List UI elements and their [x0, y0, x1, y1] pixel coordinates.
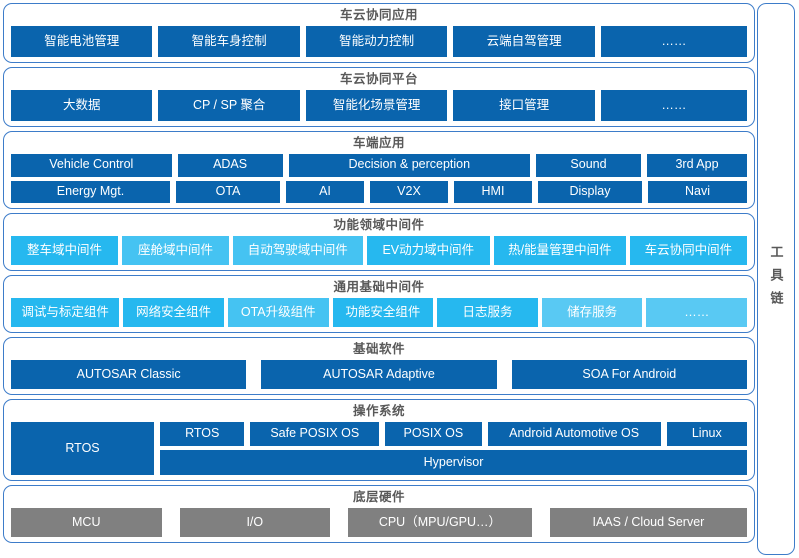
os-left-column: RTOS: [11, 422, 154, 475]
block-sound[interactable]: Sound: [536, 154, 642, 177]
block-mcu[interactable]: MCU: [11, 508, 162, 537]
block-cloud-vehicle-middleware[interactable]: 车云协同中间件: [629, 236, 747, 265]
layer-panel-cloud-vehicle-platform: 车云协同平台 大数据 CP / SP 聚合 智能化场景管理 接口管理 ……: [3, 67, 755, 127]
block-thermal-energy-mgmt-middleware[interactable]: 热/能量管理中间件: [494, 236, 626, 265]
block-ota[interactable]: OTA: [176, 180, 280, 203]
panel-title: 功能领域中间件: [333, 218, 425, 232]
block-storage-service[interactable]: 储存服务: [541, 298, 643, 327]
block-cpu-mpu-gpu[interactable]: CPU（MPU/GPU…）: [348, 508, 532, 537]
block-row-2: Energy Mgt. OTA AI V2X HMI Display Navi: [11, 180, 747, 203]
block-row: 整车域中间件 座舱域中间件 自动驾驶域中间件 EV动力域中间件 热/能量管理中间…: [11, 236, 747, 265]
layer-panel-base-software: 基础软件 AUTOSAR Classic AUTOSAR Adaptive SO…: [3, 337, 755, 395]
block-v2x[interactable]: V2X: [370, 180, 448, 203]
block-io[interactable]: I/O: [179, 508, 331, 537]
block-row: 调试与标定组件 网络安全组件 OTA升级组件 功能安全组件 日志服务 储存服务 …: [11, 298, 747, 327]
block-smart-body-control[interactable]: 智能车身控制: [158, 26, 300, 57]
toolchain-label: 工具链: [768, 244, 784, 314]
block-smart-powertrain-control[interactable]: 智能动力控制: [305, 26, 448, 57]
block-rtos[interactable]: RTOS: [160, 422, 245, 446]
block-more-ellipsis[interactable]: ……: [646, 298, 747, 327]
block-network-security-component[interactable]: 网络安全组件: [123, 298, 224, 327]
os-top-row: RTOS Safe POSIX OS POSIX OS Android Auto…: [160, 422, 747, 446]
layer-panel-common-base-middleware: 通用基础中间件 调试与标定组件 网络安全组件 OTA升级组件 功能安全组件 日志…: [3, 275, 755, 333]
block-adas[interactable]: ADAS: [177, 154, 283, 177]
block-ota-upgrade-component[interactable]: OTA升级组件: [227, 298, 329, 327]
block-ev-powertrain-domain-middleware[interactable]: EV动力域中间件: [366, 236, 491, 265]
block-iaas-cloud-server[interactable]: IAAS / Cloud Server: [549, 508, 747, 537]
block-energy-mgt[interactable]: Energy Mgt.: [11, 180, 170, 203]
block-debug-calibration-component[interactable]: 调试与标定组件: [11, 298, 120, 327]
panel-title: 基础软件: [352, 342, 405, 356]
panel-title: 车云协同应用: [339, 8, 418, 22]
block-row-1: Vehicle Control ADAS Decision & percepti…: [11, 154, 747, 177]
block-row: 智能电池管理 智能车身控制 智能动力控制 云端自驾管理 ……: [11, 26, 747, 57]
block-more-ellipsis[interactable]: ……: [600, 90, 747, 121]
layer-panel-vehicle-apps: 车端应用 Vehicle Control ADAS Decision & per…: [3, 131, 755, 209]
block-row: MCU I/O CPU（MPU/GPU…） IAAS / Cloud Serve…: [11, 508, 747, 537]
block-cloud-autodrive-mgmt[interactable]: 云端自驾管理: [453, 26, 595, 57]
panel-title: 底层硬件: [352, 490, 405, 504]
toolchain-sidebar: 工具链: [755, 0, 799, 558]
panel-title: 通用基础中间件: [333, 280, 425, 294]
block-decision-perception[interactable]: Decision & perception: [288, 154, 530, 177]
panel-title: 操作系统: [352, 404, 405, 418]
block-smart-battery-mgmt[interactable]: 智能电池管理: [11, 26, 153, 57]
layer-panel-underlying-hardware: 底层硬件 MCU I/O CPU（MPU/GPU…） IAAS / Cloud …: [3, 485, 755, 543]
layer-stack: 车云协同应用 智能电池管理 智能车身控制 智能动力控制 云端自驾管理 …… 车云…: [3, 3, 755, 543]
block-big-data[interactable]: 大数据: [11, 90, 153, 121]
block-rtos-primary[interactable]: RTOS: [11, 422, 154, 475]
block-log-service[interactable]: 日志服务: [437, 298, 538, 327]
block-posix-os[interactable]: POSIX OS: [385, 422, 482, 446]
block-navi[interactable]: Navi: [648, 180, 747, 203]
block-interface-mgmt[interactable]: 接口管理: [453, 90, 595, 121]
toolchain-box[interactable]: 工具链: [757, 3, 795, 555]
block-autosar-adaptive[interactable]: AUTOSAR Adaptive: [261, 360, 497, 389]
block-row: 大数据 CP / SP 聚合 智能化场景管理 接口管理 ……: [11, 90, 747, 121]
block-hmi[interactable]: HMI: [454, 180, 532, 203]
block-hypervisor[interactable]: Hypervisor: [160, 450, 747, 475]
block-3rd-app[interactable]: 3rd App: [647, 154, 747, 177]
block-vehicle-domain-middleware[interactable]: 整车域中间件: [11, 236, 118, 265]
block-safe-posix-os[interactable]: Safe POSIX OS: [250, 422, 380, 446]
block-autosar-classic[interactable]: AUTOSAR Classic: [11, 360, 247, 389]
os-right-column: RTOS Safe POSIX OS POSIX OS Android Auto…: [160, 422, 747, 475]
panel-title: 车端应用: [352, 136, 405, 150]
block-soa-for-android[interactable]: SOA For Android: [511, 360, 747, 389]
block-linux[interactable]: Linux: [666, 422, 747, 446]
block-smart-scenario-mgmt[interactable]: 智能化场景管理: [305, 90, 448, 121]
layer-panel-operating-system: 操作系统 RTOS RTOS Safe POSIX OS POSIX OS An…: [3, 399, 755, 481]
block-more-ellipsis[interactable]: ……: [600, 26, 747, 57]
block-cp-sp-aggregation[interactable]: CP / SP 聚合: [158, 90, 300, 121]
block-functional-safety-component[interactable]: 功能安全组件: [332, 298, 434, 327]
block-vehicle-control[interactable]: Vehicle Control: [11, 154, 172, 177]
block-ai[interactable]: AI: [286, 180, 364, 203]
layer-panel-cloud-vehicle-apps: 车云协同应用 智能电池管理 智能车身控制 智能动力控制 云端自驾管理 ……: [3, 3, 755, 63]
block-cockpit-domain-middleware[interactable]: 座舱域中间件: [121, 236, 229, 265]
block-display[interactable]: Display: [538, 180, 642, 203]
block-autodrive-domain-middleware[interactable]: 自动驾驶域中间件: [232, 236, 363, 265]
layer-panel-domain-middleware: 功能领域中间件 整车域中间件 座舱域中间件 自动驾驶域中间件 EV动力域中间件 …: [3, 213, 755, 271]
block-android-automotive-os[interactable]: Android Automotive OS: [487, 422, 661, 446]
panel-title: 车云协同平台: [339, 72, 418, 86]
os-body: RTOS RTOS Safe POSIX OS POSIX OS Android…: [11, 422, 747, 475]
block-row: AUTOSAR Classic AUTOSAR Adaptive SOA For…: [11, 360, 747, 389]
